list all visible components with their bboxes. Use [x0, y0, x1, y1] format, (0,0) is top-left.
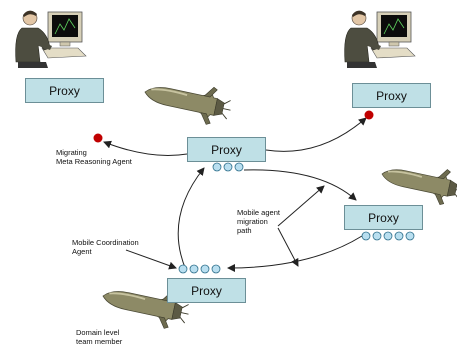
queue-circles-bottom — [178, 264, 221, 274]
operator-at-computer-icon — [344, 10, 416, 69]
queue-circle-icon — [211, 264, 221, 274]
proxy-box-top-right: Proxy — [352, 83, 431, 108]
queue-circle-icon — [394, 231, 404, 241]
arrow-bottom-proxy-up — [177, 167, 205, 271]
operator-at-computer-icon — [15, 10, 87, 69]
arrow-path-lower — [277, 227, 299, 267]
proxy-box-top-left: Proxy — [25, 78, 104, 103]
label-migration-path: Mobile agent migration path — [237, 208, 280, 235]
queue-circles-right — [361, 231, 415, 241]
queue-circle-icon — [372, 231, 382, 241]
proxy-box-center: Proxy — [187, 137, 266, 162]
arrow-path-upper — [277, 185, 325, 227]
agent-dot-icon — [93, 133, 103, 143]
queue-circle-icon — [200, 264, 210, 274]
queue-circle-icon — [383, 231, 393, 241]
queue-circle-icon — [178, 264, 188, 274]
missile-icon — [140, 72, 236, 130]
label-coordination-agent: Mobile Coordination Agent — [72, 238, 139, 256]
queue-circle-icon — [234, 162, 244, 172]
connector-arrows — [103, 117, 367, 272]
arrow-right-proxy-to-bottom — [227, 235, 363, 272]
arrow-proxy-to-right-dot — [265, 117, 367, 152]
queue-circle-icon — [405, 231, 415, 241]
proxy-box-right: Proxy — [344, 205, 423, 230]
missile-icon — [377, 155, 457, 210]
queue-circles-center — [212, 162, 244, 172]
queue-circle-icon — [212, 162, 222, 172]
agent-dot-icon — [364, 110, 374, 120]
queue-circle-icon — [361, 231, 371, 241]
queue-circle-icon — [189, 264, 199, 274]
arrow-proxy-to-left-dot — [103, 140, 188, 156]
proxy-box-bottom: Proxy — [167, 278, 246, 303]
arrow-center-to-right-proxy — [243, 169, 357, 201]
queue-circle-icon — [223, 162, 233, 172]
label-migrating-agent: Migrating Meta Reasoning Agent — [56, 148, 132, 166]
label-domain-member: Domain level team member — [76, 328, 123, 346]
arrow-coordination-label — [125, 249, 177, 270]
